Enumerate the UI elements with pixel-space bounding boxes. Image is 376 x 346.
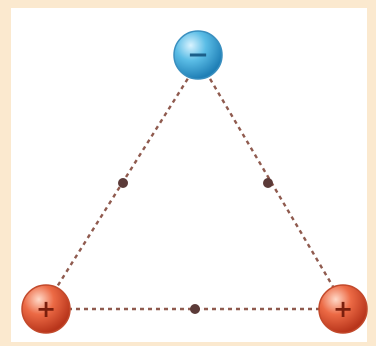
positive-charge-right-sign: + <box>333 295 353 323</box>
midpoint-dot-right <box>263 178 273 188</box>
negative-charge-sign: − <box>187 40 209 70</box>
negative-charge: − <box>173 30 223 80</box>
positive-charge-left-sign: + <box>36 295 56 323</box>
line-top-to-bottom-right <box>204 71 337 291</box>
midpoint-dot-bottom <box>190 304 200 314</box>
positive-charge-left: + <box>21 284 71 334</box>
positive-charge-right: + <box>318 284 368 334</box>
midpoint-dot-left <box>118 178 128 188</box>
